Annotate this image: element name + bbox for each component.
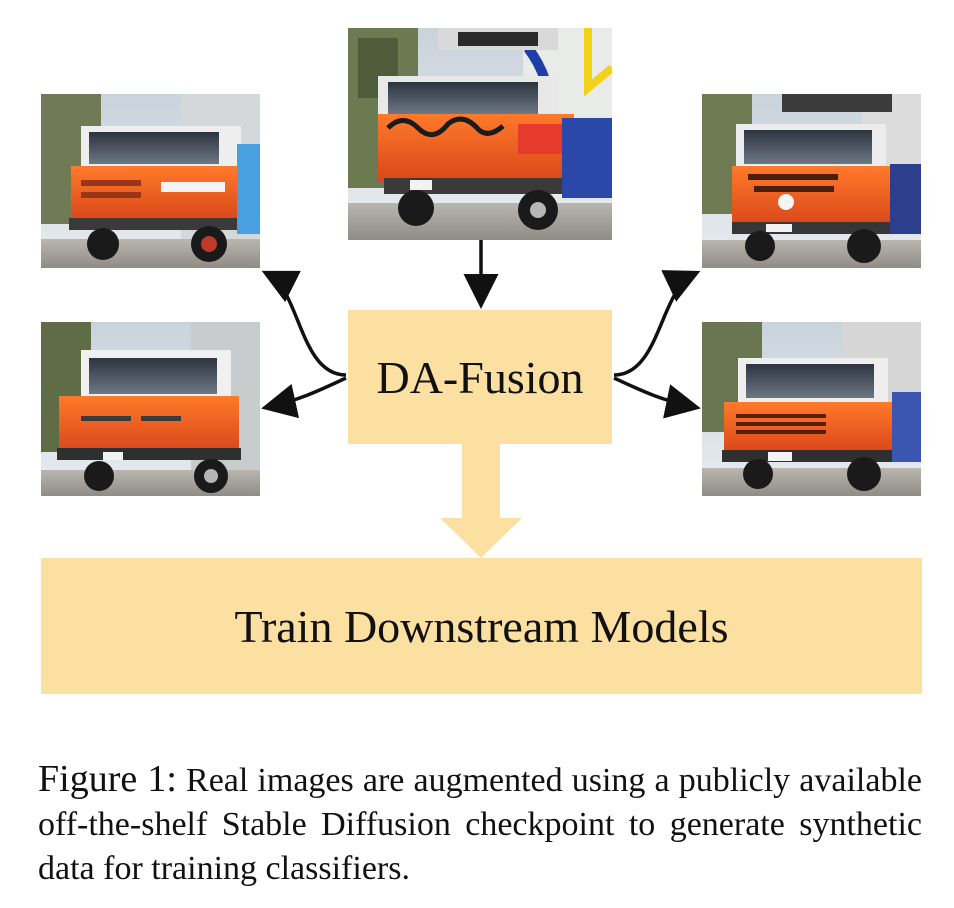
synthetic-truck-image-top-right [702, 94, 921, 268]
real-truck-image [348, 28, 612, 240]
figure-caption: Figure 1: Real images are augmented usin… [38, 757, 922, 891]
arrow-fusion-to-top-right [613, 270, 701, 377]
caption-text: Real images are augmented using a public… [38, 762, 922, 887]
synthetic-truck-image-top-left [41, 94, 260, 268]
caption-label: Figure 1: [38, 758, 177, 800]
arrow-fusion-to-top-left [261, 270, 347, 377]
synthetic-truck-image-bottom-left [41, 322, 260, 496]
train-downstream-node: Train Downstream Models [41, 558, 922, 694]
arrow-fusion-to-bottom-left [261, 376, 347, 419]
train-downstream-label: Train Downstream Models [234, 600, 729, 652]
synthetic-truck-image-bottom-right [702, 322, 921, 496]
down-arrow-shape [440, 444, 522, 558]
arrow-fusion-to-bottom-right [613, 376, 701, 419]
da-fusion-label: DA-Fusion [376, 351, 584, 403]
da-fusion-node: DA-Fusion [348, 310, 612, 444]
